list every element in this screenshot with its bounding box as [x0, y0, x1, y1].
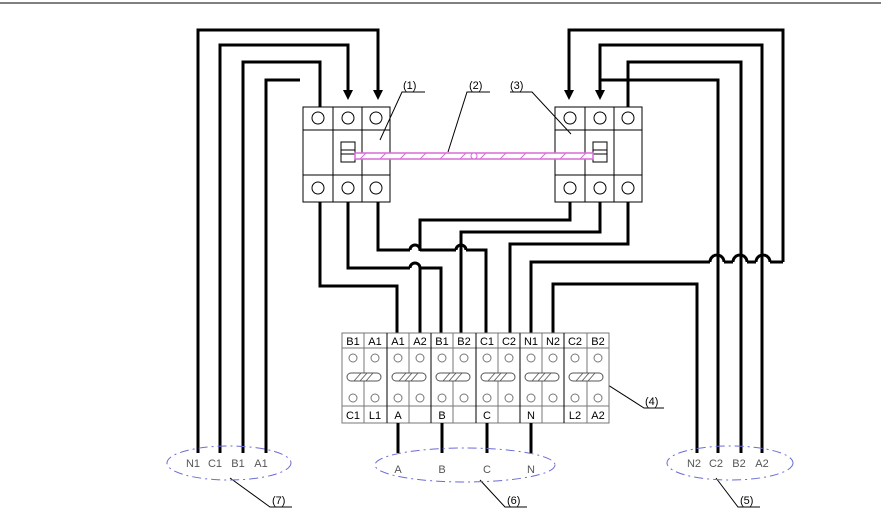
terminal-top-label: C2 — [502, 336, 516, 348]
terminal-top-label: B2 — [591, 336, 604, 348]
group-6-label: N — [527, 464, 535, 476]
terminal-top-label: B2 — [457, 336, 470, 348]
callout-6: (6) — [507, 495, 520, 507]
group-6-label: A — [394, 464, 402, 476]
terminal-top-label: A1 — [368, 336, 381, 348]
terminal-top-label: A2 — [413, 336, 426, 348]
terminal-top-label: C1 — [480, 336, 494, 348]
terminal-bottom-label: C1 — [346, 410, 360, 422]
group-6-labels: A B C N — [394, 464, 535, 476]
right-arrowheads — [564, 90, 605, 100]
group-6-label: B — [438, 464, 445, 476]
terminal-bottom-label: A2 — [591, 410, 604, 422]
group-5-label: A2 — [755, 458, 768, 470]
terminal-top-label: B1 — [346, 336, 359, 348]
group-7-label: B1 — [231, 458, 244, 470]
interlock-bar — [355, 153, 593, 159]
load-wires — [398, 423, 531, 453]
terminal-bottom-label: N — [527, 410, 535, 422]
group-5-label: C2 — [709, 458, 723, 470]
callout-5: (5) — [740, 495, 753, 507]
group-5-labels: N2 C2 B2 A2 — [687, 458, 769, 470]
terminal-bottom-label: A — [394, 410, 402, 422]
terminal-bottom-label: L1 — [369, 410, 381, 422]
terminal-top-label: C2 — [568, 336, 582, 348]
terminal-bottom-label: B — [438, 410, 445, 422]
callout-7: (7) — [272, 495, 285, 507]
group-5-label: B2 — [732, 458, 745, 470]
left-arrowheads — [343, 90, 383, 100]
group-5-outline — [667, 446, 793, 480]
terminal-block: B1 A1 A1 A2 B1 B2 C1 C2 N1 N2 C2 B2 C1 L… — [342, 333, 609, 423]
terminal-bottom-label: C — [483, 410, 491, 422]
wire-crossovers — [410, 245, 770, 268]
group-7-labels: N1 C1 B1 A1 — [186, 458, 268, 470]
terminal-top-label: N1 — [524, 336, 538, 348]
callout-2: (2) — [469, 80, 482, 92]
terminal-bottom-label: L2 — [569, 410, 581, 422]
callout-4: (4) — [645, 396, 658, 408]
group-5-label: N2 — [687, 458, 701, 470]
terminal-top-label: N2 — [546, 336, 560, 348]
group-6-label: C — [483, 464, 491, 476]
terminal-top-label: A1 — [391, 336, 404, 348]
callout-3: (3) — [510, 80, 523, 92]
group-7-label: C1 — [208, 458, 222, 470]
group-7-label: A1 — [254, 458, 267, 470]
callout-1: (1) — [403, 80, 416, 92]
terminal-top-label: B1 — [435, 336, 448, 348]
group-7-label: N1 — [186, 458, 200, 470]
